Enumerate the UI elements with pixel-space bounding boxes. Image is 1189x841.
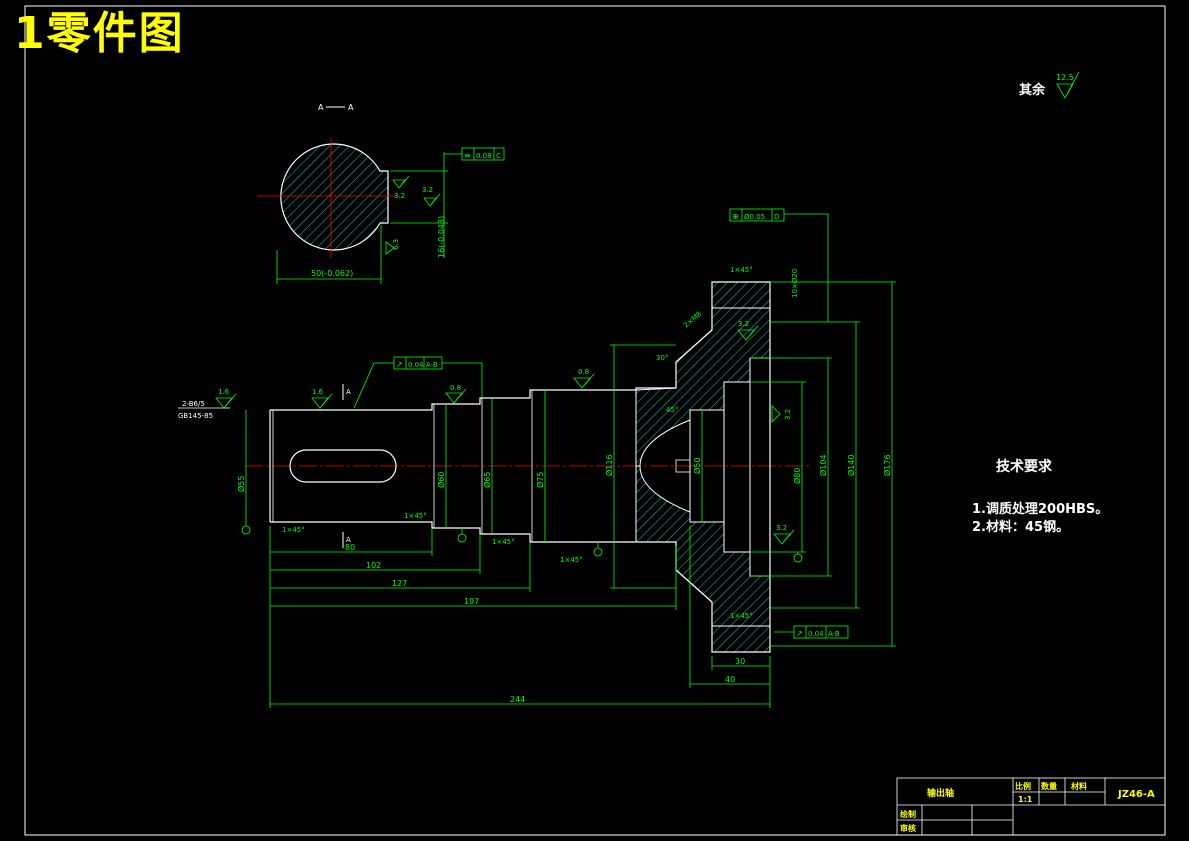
section-mark-top: A [346, 388, 351, 396]
dim-l102: 102 [366, 561, 381, 570]
section-width-dim: 50(-0.062) [311, 269, 353, 278]
angle-45: 45° [666, 406, 678, 414]
drawing-heading: 1零件图 [14, 8, 185, 59]
dim-l197: 197 [464, 597, 479, 606]
rest-roughness-symbol [1056, 71, 1080, 99]
main-view: Ø55 Ø60 Ø65 Ø75 Ø116 Ø50 Ø80 Ø104 Ø140 Ø… [178, 208, 896, 708]
dim-l30: 30 [735, 657, 745, 666]
title-block [896, 777, 1166, 836]
titleblock-checked-label: 审核 [900, 823, 916, 833]
dim-l244: 244 [510, 695, 525, 704]
section-mark-bottom: A [346, 536, 351, 544]
dim-d50: Ø50 [692, 458, 702, 474]
symmetry-tolerance: 0.08 [476, 152, 492, 160]
titleblock-material-label: 材料 [1071, 781, 1087, 791]
titleblock-scale-value: 1:1 [1018, 795, 1033, 804]
runout1-symbol: ↗ [396, 360, 403, 369]
section-roughness-b: 3.2 [422, 186, 433, 194]
dim-l127: 127 [392, 579, 407, 588]
runout1-value: 0.04 [408, 361, 424, 369]
position-value: Ø0.05 [744, 213, 765, 221]
position-datum: D [774, 213, 779, 221]
titleblock-scale-label: 比例 [1015, 781, 1031, 791]
dim-d116: Ø116 [604, 454, 614, 476]
section-view-a-a: A A 50(-0.062) 16(-0.043) ≡ 0.08 C 3.2 3… [257, 103, 505, 284]
section-circle [280, 143, 389, 251]
roughness-3: 0.8 [450, 384, 461, 392]
position-symbol: ⊕ [732, 212, 739, 221]
holes-side-note: 2×M8 [682, 310, 703, 330]
requirement-item-1: 1.调质处理200HBS。 [972, 502, 1109, 517]
runout2-datum: A-B [828, 630, 840, 638]
runout1-datum: A-B [426, 361, 438, 369]
titleblock-drawing-no: JZ46-A [1117, 789, 1155, 800]
dim-d65: Ø65 [482, 472, 492, 488]
section-roughness-a: 3.2 [394, 192, 405, 200]
keyway [289, 449, 397, 483]
center-hole-std: GB145-85 [178, 412, 213, 420]
titleblock-qty-label: 数量 [1041, 781, 1057, 791]
holes-top-note: 10×Ø20 [791, 269, 799, 298]
dim-l40: 40 [725, 675, 735, 684]
symmetry-datum: C [496, 152, 501, 160]
roughness-4: 0.8 [578, 368, 589, 376]
chamfer-5: 1×45° [730, 266, 753, 274]
rest-roughness-label: 其余 [1019, 83, 1046, 98]
dim-d176: Ø176 [882, 454, 892, 476]
section-label-right: A [348, 103, 354, 112]
dim-d104: Ø104 [818, 454, 828, 476]
runout2-symbol: ↗ [796, 629, 803, 638]
chamfer-3: 1×45° [492, 538, 515, 546]
dim-d140: Ø140 [846, 454, 856, 476]
dim-d55: Ø55 [236, 476, 246, 492]
section-roughness-c: 6.3 [392, 239, 400, 250]
chamfer-4: 1×45° [560, 556, 583, 564]
section-label-left: A [318, 103, 324, 112]
roughness-1: 1.6 [218, 388, 230, 396]
roughness-5: 3.2 [738, 320, 749, 328]
symmetry-symbol: ≡ [464, 151, 471, 160]
dim-d75: Ø75 [535, 472, 545, 488]
requirements-title: 技术要求 [996, 459, 1052, 475]
titleblock-drawn-label: 绘制 [900, 809, 916, 819]
angle-30: 30° [656, 354, 668, 362]
runout2-value: 0.04 [808, 630, 824, 638]
drawing-frame [24, 5, 1166, 836]
titleblock-part-name: 输出轴 [927, 787, 954, 799]
section-key-depth-dim: 16(-0.043) [437, 216, 446, 258]
chamfer-6: 1×45° [730, 612, 753, 620]
dim-l80: 80 [345, 543, 355, 552]
dim-d80: Ø80 [792, 468, 802, 484]
center-hole-note: 2-B6/5 [182, 400, 205, 408]
roughness-6: 3.2 [784, 409, 792, 420]
chamfer-2: 1×45° [404, 512, 427, 520]
rest-roughness-value: 12.5 [1056, 73, 1074, 82]
dim-d60: Ø60 [436, 472, 446, 488]
requirement-item-2: 2.材料：45钢。 [972, 520, 1070, 535]
roughness-2: 1.6 [312, 388, 324, 396]
chamfer-1: 1×45° [282, 526, 305, 534]
roughness-7: 3.2 [776, 524, 787, 532]
